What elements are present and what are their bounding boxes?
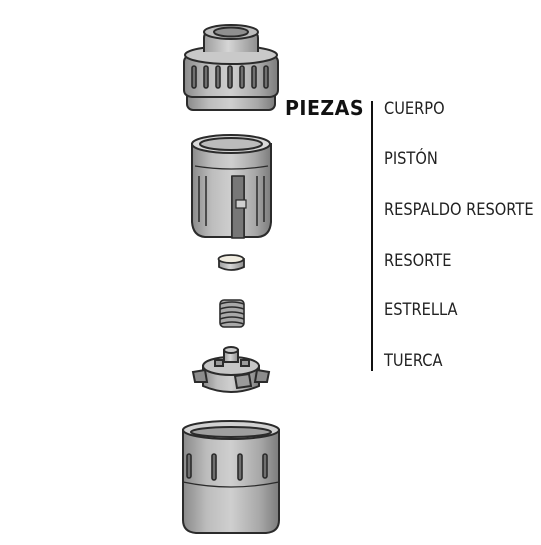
part-label-spring: RESORTE [384,251,452,271]
part-spring [219,299,245,328]
part-star [191,346,271,393]
part-body-cap [183,24,279,111]
part-label-spring-backing: RESPALDO RESORTE [384,200,534,220]
part-spring-backing [217,254,245,271]
part-label-nut: TUERCA [384,351,443,371]
part-label-body: CUERPO [384,99,445,119]
diagram-title: PIEZAS [285,96,364,120]
divider-line [371,101,373,371]
part-piston [191,134,272,239]
part-nut [182,420,280,534]
part-label-star: ESTRELLA [384,300,458,320]
part-label-piston: PISTÓN [384,149,438,169]
